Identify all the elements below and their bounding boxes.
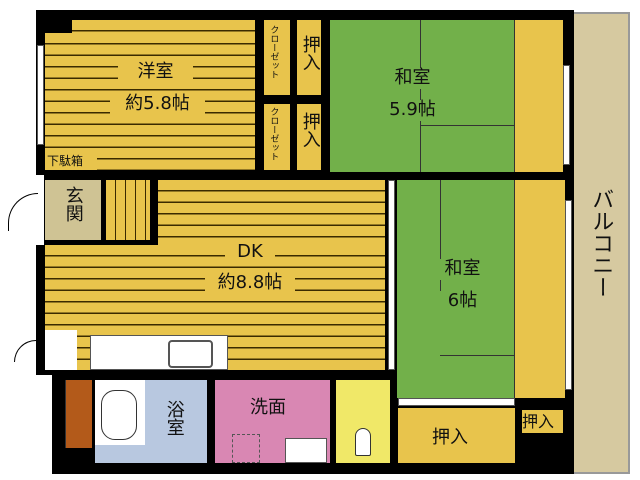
washroom-label: 洗面 [250, 397, 286, 418]
storage-brown [65, 380, 92, 448]
closet-1-label: クローゼット [268, 25, 279, 79]
closet-2-label: クローゼット [268, 107, 279, 161]
shoe-box-label: 下駄箱 [47, 154, 84, 168]
entrance [45, 180, 101, 240]
japanese-room-2 [397, 180, 515, 398]
washbasin [285, 438, 327, 463]
shoe-box [45, 155, 97, 170]
oshiire-1 [297, 20, 321, 95]
oshiire-3-label: 押入 [432, 427, 468, 448]
japanese-room-2-size: 6帖 [440, 290, 485, 312]
window [37, 45, 44, 145]
japanese-room-2-name: 和室 [425, 258, 500, 280]
oshiire-3 [398, 408, 515, 463]
japanese-room-1-name: 和室 [375, 67, 450, 89]
washing-machine-space [232, 434, 260, 463]
sink [168, 340, 213, 368]
lower-notch [0, 375, 52, 475]
bath-label: 浴室 [163, 400, 185, 436]
western-room-name: 洋室 [118, 61, 193, 83]
closet-1 [264, 20, 290, 95]
oshiire-2 [297, 104, 321, 170]
japanese-room-1-size: 5.9帖 [380, 99, 445, 121]
toilet-icon [355, 428, 371, 456]
dk-name: DK [225, 241, 275, 263]
japanese-room-1 [330, 20, 515, 172]
dk-size: 約8.8帖 [205, 272, 295, 294]
balcony-label: バルコニー [588, 188, 614, 298]
oshiire-2-label: 押入 [299, 112, 321, 148]
western-room-size: 約5.8帖 [110, 93, 205, 115]
closet-2 [264, 104, 290, 170]
entrance-label: 玄関 [62, 186, 84, 222]
service-door[interactable] [14, 340, 36, 362]
oshiire-1-label: 押入 [299, 35, 321, 71]
oshiire-4 [522, 410, 563, 433]
oshiire-4-label: 押入 [522, 412, 555, 431]
